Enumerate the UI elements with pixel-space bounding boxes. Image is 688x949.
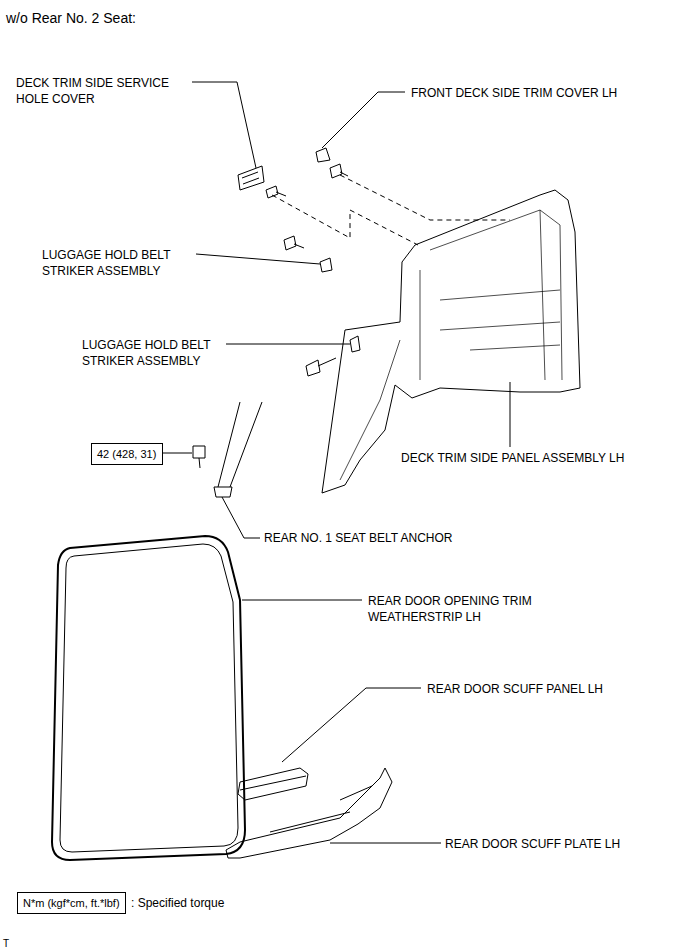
clip [330,164,348,178]
assembly-line [340,175,510,220]
page-mark: T [3,936,9,949]
service-hole-cover [238,166,264,190]
seat-belt [218,402,262,487]
part-name: FRONT DECK SIDE TRIM COVER LH [411,85,617,101]
part-name: REAR DOOR OPENING TRIM WEATHERSTRIP LH [368,593,543,625]
torque-box: 42 (428, 31) [91,443,163,465]
weatherstrip [52,536,245,860]
part-name: REAR DOOR SCUFF PLATE LH [445,836,620,852]
part-name: DECK TRIM SIDE PANEL ASSEMBLY LH [401,450,624,466]
part-name: LUGGAGE HOLD BELT STRIKER ASSEMBLY [42,247,192,279]
part-name: LUGGAGE HOLD BELT STRIKER ASSEMBLY [82,337,232,369]
leader-line [196,254,320,264]
clip [266,186,286,198]
bolt [306,358,336,376]
service-hole-cover [242,172,259,184]
legend-text: : Specified torque [131,895,224,911]
leader-line [282,688,421,762]
striker [320,258,332,272]
diagram-title: w/o Rear No. 2 Seat: [6,10,136,26]
leader-line [330,843,441,844]
torque-value: 42 (428, 31) [97,447,157,461]
torque-value: N*m (kgf*cm, ft.*lbf) [23,896,120,910]
trim-cover [316,148,330,162]
torque-legend-box: N*m (kgf*cm, ft.*lbf) [17,892,126,914]
leader-line [242,600,362,601]
panel-edge [340,340,400,480]
deck-trim-panel [322,190,580,493]
bolt [193,446,205,468]
weatherstrip [60,544,238,852]
leader-line [192,82,256,168]
scuff-plate [226,768,392,858]
panel-rib [420,210,562,380]
striker [350,336,360,352]
leader-line [159,453,192,454]
part-name: DECK TRIM SIDE SERVICE HOLE COVER [16,75,186,107]
belt-anchor [214,487,232,497]
part-name: REAR NO. 1 SEAT BELT ANCHOR [264,530,453,546]
leader-line [222,497,260,538]
leader-line [226,344,350,345]
scuff-panel [238,768,308,800]
part-name: REAR DOOR SCUFF PANEL LH [427,681,603,697]
leader-line [322,92,405,148]
bolt [284,236,304,250]
